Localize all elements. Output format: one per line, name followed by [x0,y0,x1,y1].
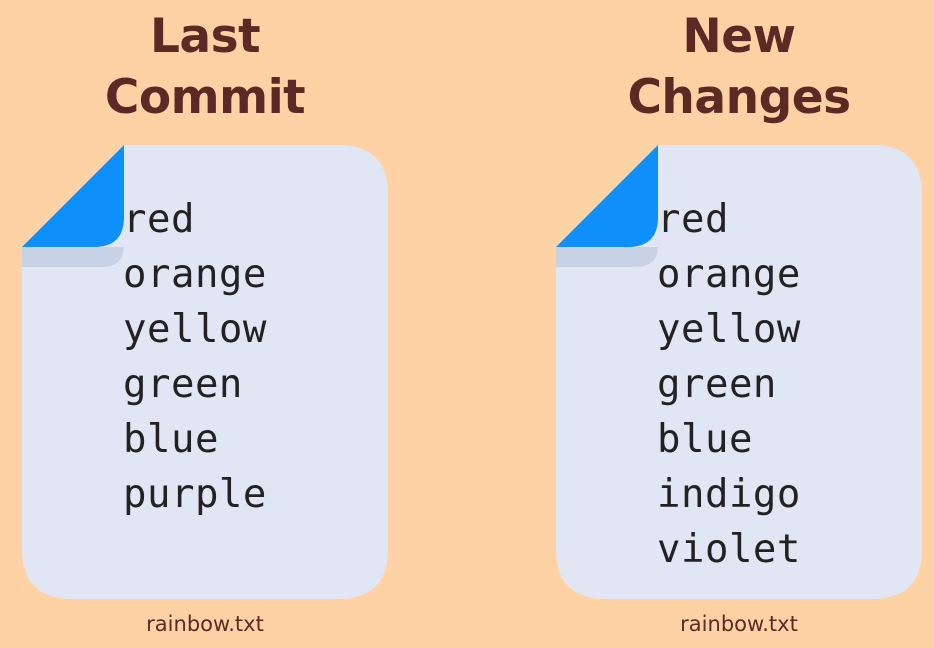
file-icon [556,145,922,599]
title-line-1: Last [149,9,261,64]
file-line: blue [123,417,219,462]
file-line: yellow [657,307,801,352]
file-line: green [657,362,777,407]
panel-last-commit: Last Commit red orange yellow green blue… [15,0,395,648]
file-line: orange [657,252,801,297]
title-line-2: Commit [104,70,306,125]
title-line-2: Changes [627,70,851,125]
file-line: red [657,197,729,242]
panel-new-changes: New Changes red orange yellow green blue… [549,0,929,648]
panel-title: New Changes [549,6,929,128]
file-line: red [123,197,195,242]
file-content: red orange yellow green blue indigo viol… [657,192,801,577]
file-line: orange [123,252,267,297]
file-line: violet [657,527,801,572]
panel-title: Last Commit [15,6,395,128]
file-name: rainbow.txt [146,612,264,636]
file-line: purple [123,472,267,517]
file-line: yellow [123,307,267,352]
file-content: red orange yellow green blue purple [123,192,267,522]
file-document: red orange yellow green blue indigo viol… [556,145,922,599]
title-line-1: New [682,9,796,64]
file-line: blue [657,417,753,462]
file-document: red orange yellow green blue purple [22,145,388,599]
file-line: indigo [657,472,801,517]
file-name: rainbow.txt [680,612,798,636]
file-icon [22,145,388,599]
file-line: green [123,362,243,407]
